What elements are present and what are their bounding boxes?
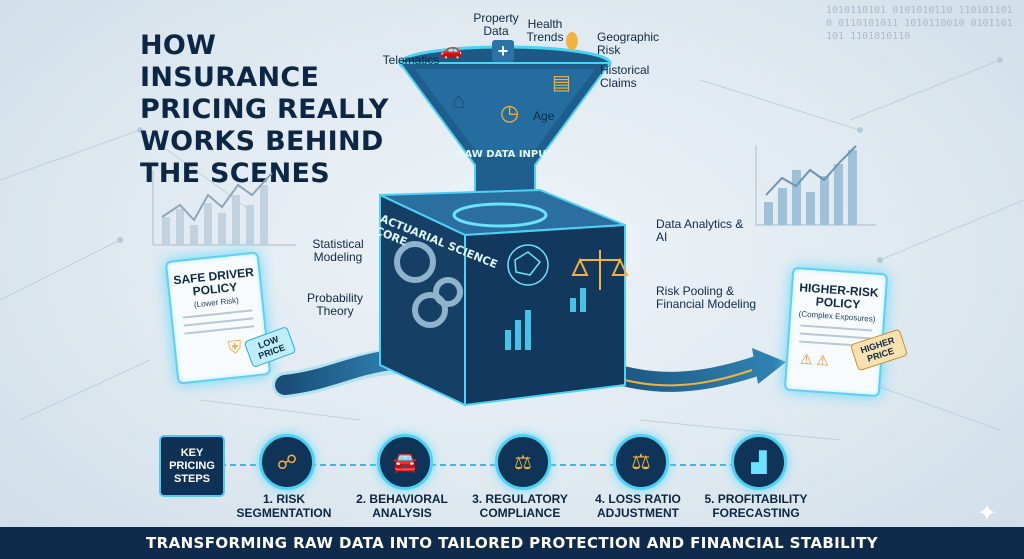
data-funnel — [398, 45, 612, 210]
input-label-telematics: Telematics — [382, 53, 440, 67]
input-label-property: Property Data — [473, 11, 519, 38]
step-label-5: 5. PROFITABILITY FORECASTING — [704, 492, 808, 520]
funnel-label: RAW DATA INPUT — [456, 149, 554, 160]
step-label-1: 1. RISK SEGMENTATION — [236, 492, 332, 520]
actuarial-core-cube — [379, 188, 629, 407]
label-probability-theory: Probability Theory — [306, 291, 364, 318]
car-signal-icon: 🚘 — [377, 434, 433, 490]
scales-icon: ⚖ — [613, 434, 669, 490]
step-label-2: 2. BEHAVIORAL ANALYSIS — [356, 492, 448, 520]
sparkle-icon: ✦ — [977, 500, 998, 527]
input-label-age: Age — [533, 109, 555, 123]
gavel-shield-icon: ⚖ — [495, 434, 551, 490]
folder-icon: ▤ — [552, 72, 571, 94]
binary-code-decoration: 1010110101 0101010110 1101011010 0110101… — [826, 5, 1013, 42]
decorative-chart-left — [152, 170, 296, 246]
input-label-geographic: Geographic Risk — [597, 30, 660, 57]
label-risk-pooling: Risk Pooling & Financial Modeling — [656, 284, 757, 311]
clock-icon: ◷ — [500, 100, 520, 125]
car-icon: 🚗 — [440, 40, 463, 60]
step-label-3: 3. REGULATORY COMPLIANCE — [472, 492, 568, 520]
higher-risk-policy-card: HIGHER-RISK POLICY (Complex Exposures) ⚠… — [783, 266, 889, 398]
footer-banner: TRANSFORMING RAW DATA INTO TAILORED PROT… — [0, 527, 1024, 559]
decorative-chart-right — [755, 145, 876, 226]
house-icon: ⌂ — [452, 88, 466, 113]
page-title: HOW INSURANCE PRICING REALLY WORKS BEHIN… — [140, 30, 389, 189]
input-label-health: Health Trends — [526, 17, 564, 44]
label-data-analytics: Data Analytics & AI — [656, 217, 744, 244]
policy-right-title: HIGHER-RISK POLICY — [798, 280, 879, 312]
label-statistical-modeling: Statistical Modeling — [312, 237, 364, 264]
growth-chart-icon: ▟ — [731, 434, 787, 490]
step-label-4: 4. LOSS RATIO ADJUSTMENT — [595, 492, 681, 520]
input-label-claims: Historical Claims — [600, 63, 650, 90]
key-pricing-steps-header: KEY PRICING STEPS — [159, 435, 225, 497]
people-network-icon: ☍ — [259, 434, 315, 490]
medical-cross-icon: + — [492, 40, 514, 62]
location-pin-icon: ⬮ — [565, 28, 579, 53]
